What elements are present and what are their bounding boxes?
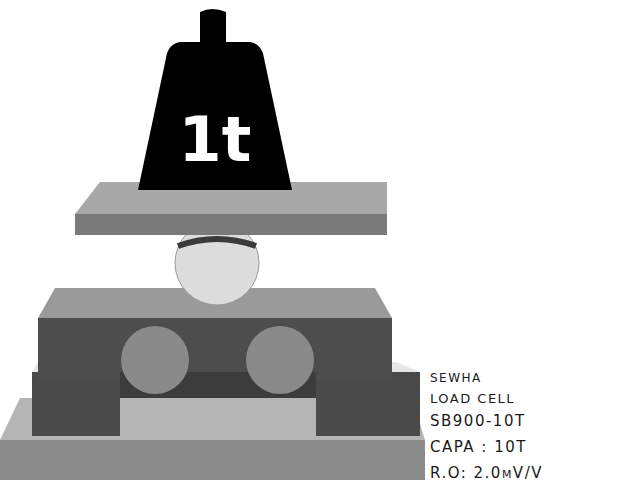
gauge-hole	[246, 326, 314, 394]
weight	[138, 9, 292, 190]
spec-label: CAPA : 10T	[430, 439, 527, 456]
weight-label: 1t	[179, 109, 252, 171]
spec-label: SEWHA	[430, 372, 482, 385]
right-block	[316, 372, 420, 436]
spec-label: R.O: 2.0mV/V	[430, 465, 543, 482]
top-plate-front	[75, 214, 387, 235]
left-block	[32, 372, 120, 436]
weight-box: 1t	[150, 95, 280, 185]
ball-seat	[178, 239, 256, 246]
base-plate-front	[0, 440, 425, 480]
spec-label: LOAD CELL	[430, 392, 515, 406]
gauge-hole	[121, 326, 189, 394]
spec-label: SB900-10T	[430, 413, 526, 430]
load-cell-body	[38, 318, 392, 380]
